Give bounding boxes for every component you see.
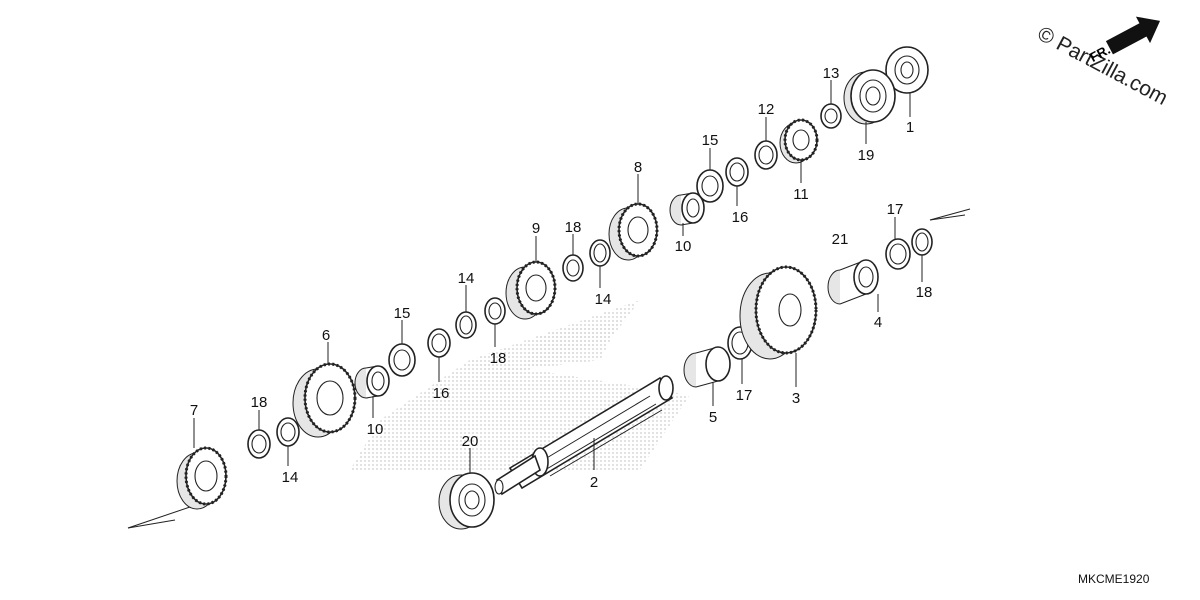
callout-14-upper[interactable]: 14 xyxy=(595,291,612,308)
callout-8[interactable]: 8 xyxy=(634,159,642,176)
callout-18-right[interactable]: 18 xyxy=(916,284,933,301)
part-1-oil-seal[interactable] xyxy=(885,46,929,94)
callout-1[interactable]: 1 xyxy=(906,119,914,136)
callout-17-upper[interactable]: 17 xyxy=(887,201,904,218)
callout-labels: 1 13 19 12 11 15 16 8 10 9 18 14 14 18 1… xyxy=(190,65,933,491)
drawing-code: MKCME1920 xyxy=(1078,572,1150,586)
callout-18-lower[interactable]: 18 xyxy=(251,394,268,411)
part-18-washer-lower[interactable] xyxy=(247,429,271,459)
callout-18-middle[interactable]: 18 xyxy=(490,350,507,367)
callout-17-lower[interactable]: 17 xyxy=(736,387,753,404)
stipple-shading xyxy=(350,300,690,470)
callout-4[interactable]: 4 xyxy=(874,314,882,331)
part-7-gear[interactable] xyxy=(176,446,228,510)
part-5-collar[interactable] xyxy=(683,346,731,388)
part-6-gear[interactable] xyxy=(292,362,357,438)
callout-10-lower[interactable]: 10 xyxy=(367,421,384,438)
part-19-ball-bearing[interactable] xyxy=(843,69,896,125)
callout-11[interactable]: 11 xyxy=(793,186,809,203)
part-15-lock-washer-upper[interactable] xyxy=(696,169,724,203)
callout-13[interactable]: 13 xyxy=(823,65,840,82)
part-13-washer[interactable] xyxy=(820,103,842,129)
part-18-washer-upper[interactable] xyxy=(562,254,584,282)
callout-21[interactable]: 21 xyxy=(832,231,849,248)
callout-16-lower[interactable]: 16 xyxy=(433,385,450,402)
part-3-gear[interactable] xyxy=(739,265,818,360)
callout-5[interactable]: 5 xyxy=(709,409,717,426)
callout-16-upper[interactable]: 16 xyxy=(732,209,749,226)
callout-12[interactable]: 12 xyxy=(758,101,775,118)
callout-14-middle[interactable]: 14 xyxy=(458,270,475,287)
part-11-gear[interactable] xyxy=(779,118,819,164)
part-15-lock-washer-lower[interactable] xyxy=(388,343,416,377)
part-14-circlip-upper-right[interactable] xyxy=(589,239,611,267)
part-2-countershaft[interactable] xyxy=(494,375,674,496)
callout-15-upper[interactable]: 15 xyxy=(702,132,719,149)
callout-6[interactable]: 6 xyxy=(322,327,330,344)
callout-7[interactable]: 7 xyxy=(190,402,198,419)
part-8-gear[interactable] xyxy=(608,202,659,261)
part-18-washer-middle[interactable] xyxy=(484,297,506,325)
callout-3[interactable]: 3 xyxy=(792,390,800,407)
part-17-washer-upper[interactable] xyxy=(885,238,911,270)
callout-2[interactable]: 2 xyxy=(590,474,598,491)
callout-18-upper[interactable]: 18 xyxy=(565,219,582,236)
part-10-needle-bearing-upper[interactable] xyxy=(669,192,705,226)
callout-10-upper[interactable]: 10 xyxy=(675,238,692,255)
part-9-gear[interactable] xyxy=(505,260,557,320)
callout-15-lower[interactable]: 15 xyxy=(394,305,411,322)
front-direction-arrow: FR. xyxy=(1087,16,1161,65)
axis-lines xyxy=(127,208,971,529)
callout-20[interactable]: 20 xyxy=(462,433,479,450)
part-12-washer[interactable] xyxy=(754,140,778,170)
part-10-needle-bearing-lower[interactable] xyxy=(354,365,390,399)
part-18-washer-right[interactable] xyxy=(911,228,933,256)
part-14-circlip-middle[interactable] xyxy=(455,311,477,339)
leader-lines xyxy=(193,80,923,473)
part-4-needle-bearing[interactable] xyxy=(827,259,879,305)
part-20-ball-bearing[interactable] xyxy=(438,472,495,530)
callout-9[interactable]: 9 xyxy=(532,220,540,237)
part-16-circlip-upper[interactable] xyxy=(725,157,749,187)
callout-19[interactable]: 19 xyxy=(858,147,875,164)
part-16-circlip-lower[interactable] xyxy=(427,328,451,358)
part-14-circlip-lower-left[interactable] xyxy=(276,417,300,447)
callout-14-lower[interactable]: 14 xyxy=(282,469,299,486)
